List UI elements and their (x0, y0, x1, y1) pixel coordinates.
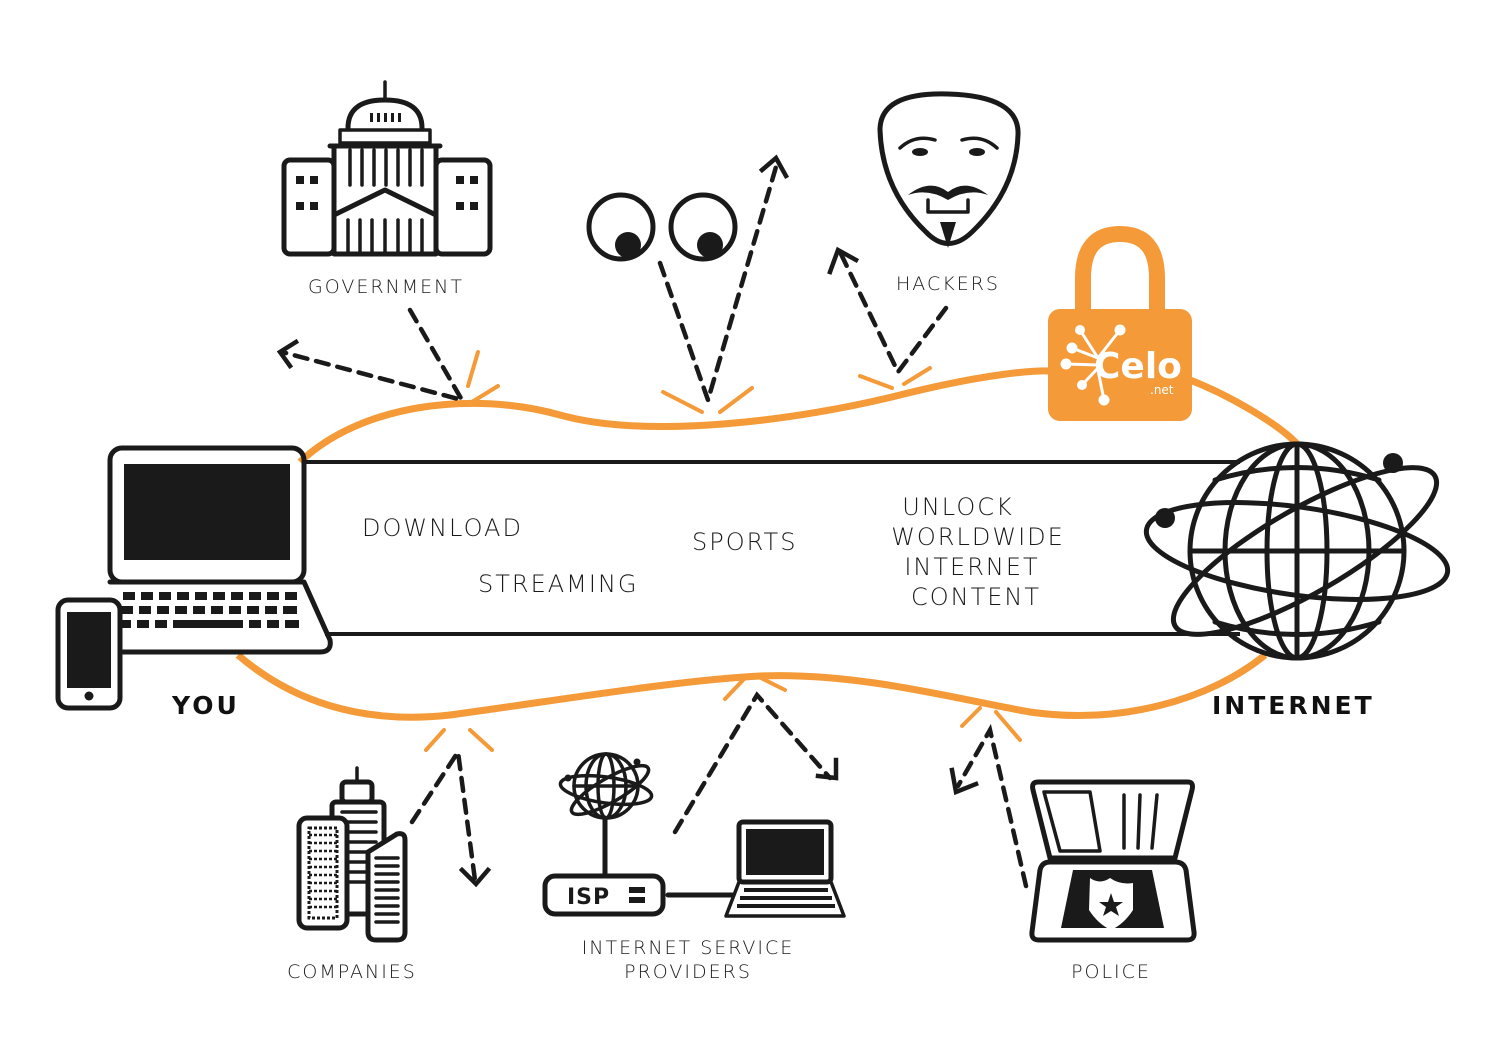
government-dashed-path (279, 307, 467, 404)
isp-impact-spark (723, 676, 787, 701)
eyes-dashed-path (657, 157, 781, 408)
you-label: YOU (171, 691, 240, 720)
buildings-icon (296, 766, 408, 943)
isp-laptop-icon (724, 819, 846, 918)
isp-label-line-1: INTERNET SERVICE (582, 937, 795, 959)
eyes-impact-spark (661, 386, 754, 414)
capitol-building-icon (281, 80, 493, 257)
companies-label: COMPANIES (287, 961, 417, 983)
tunnel-top-curve (297, 367, 1061, 465)
government-impact-spark (466, 350, 500, 404)
police-laptop-icon (1029, 779, 1197, 943)
tunnel-right-curve (1183, 374, 1301, 448)
laptop-icon (107, 445, 333, 655)
isp-globe-icon (558, 752, 654, 820)
office-windows-grid (307, 826, 339, 920)
mask-icon (877, 91, 1021, 248)
tunnel-item-streaming: STREAMING (478, 570, 639, 598)
isp-dashed-path (672, 691, 833, 835)
unlock-line-4: CONTENT (911, 583, 1041, 611)
internet-label: INTERNET (1212, 691, 1375, 720)
companies-dashed-path (409, 745, 478, 883)
companies-arrowhead (458, 866, 492, 888)
brand-name: Celo (1094, 346, 1182, 387)
smartphone-icon (55, 597, 123, 711)
government-arrowhead (276, 338, 300, 370)
unlock-line-3: INTERNET (904, 553, 1039, 581)
tunnel-item-download: DOWNLOAD (362, 514, 523, 542)
star-icon (1099, 893, 1123, 916)
padlock-icon (1048, 225, 1192, 421)
unlock-line-2: WORLDWIDE (891, 523, 1065, 551)
police-label: POLICE (1071, 961, 1151, 983)
eyes-arrowhead (758, 154, 790, 180)
unlock-line-1: UNLOCK (902, 493, 1013, 521)
isp-badge: ISP (567, 885, 610, 910)
hackers-arrowhead (827, 246, 860, 275)
isp-arrowhead (815, 757, 839, 781)
companies-impact-spark (424, 728, 494, 752)
eyes-icon (586, 192, 738, 262)
police-impact-spark (960, 706, 1022, 742)
isp-label-line-2: PROVIDERS (624, 961, 752, 983)
tunnel-item-sports: SPORTS (692, 528, 797, 556)
isp-router-icon (542, 752, 846, 918)
police-dashed-path (955, 723, 1029, 889)
brand-suffix: .net (1150, 383, 1174, 397)
globe-icon (1143, 441, 1451, 661)
police-arrowhead (949, 767, 979, 796)
hackers-label: HACKERS (896, 273, 1000, 295)
hackers-impact-spark (858, 366, 932, 390)
tunnel-bottom-curve (235, 652, 1268, 721)
government-label: GOVERNMENT (308, 276, 464, 298)
hackers-dashed-path (837, 249, 949, 377)
